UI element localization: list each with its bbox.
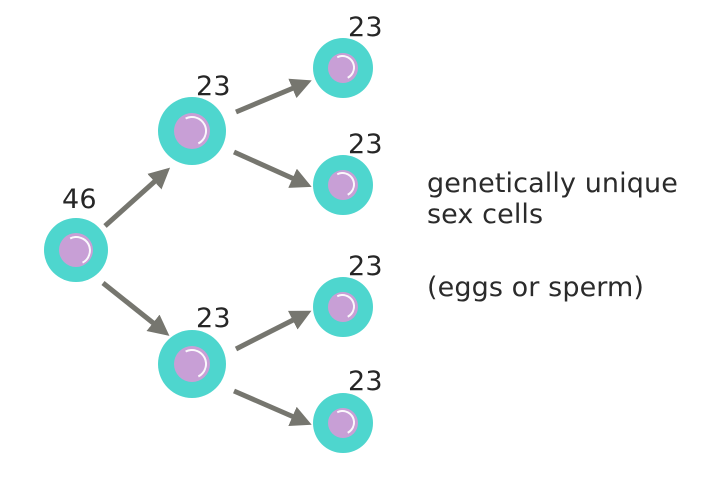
arrow-parent-to-bottom bbox=[101, 281, 170, 336]
gamete-cell-4-count-label: 23 bbox=[348, 366, 383, 397]
nucleus-icon bbox=[172, 344, 212, 384]
nucleus-highlight-icon bbox=[172, 344, 212, 384]
caption-examples: (eggs or sperm) bbox=[427, 272, 645, 303]
nucleus-icon bbox=[58, 232, 94, 268]
arrow-top-to-gamete-1 bbox=[235, 78, 312, 115]
nucleus-icon bbox=[327, 291, 359, 323]
gamete-cell-3-count-label: 23 bbox=[348, 251, 383, 282]
gamete-cell-1-count-label: 23 bbox=[348, 12, 383, 43]
nucleus-icon bbox=[172, 111, 212, 151]
arrow-bottom-to-gamete-3 bbox=[234, 310, 312, 352]
parent-cell bbox=[44, 218, 108, 282]
nucleus-highlight-icon bbox=[327, 291, 359, 323]
daughter-cell-top-count-label: 23 bbox=[196, 71, 231, 102]
daughter-cell-top bbox=[158, 97, 226, 165]
nucleus-highlight-icon bbox=[327, 169, 359, 201]
gamete-cell-1 bbox=[313, 38, 373, 98]
arrow-top-to-gamete-2 bbox=[232, 149, 312, 188]
nucleus-icon bbox=[327, 407, 359, 439]
nucleus-highlight-icon bbox=[58, 232, 94, 268]
nucleus-highlight-icon bbox=[327, 407, 359, 439]
nucleus-highlight-icon bbox=[172, 111, 212, 151]
gamete-cell-2-count-label: 23 bbox=[348, 129, 383, 160]
arrow-parent-to-top bbox=[103, 167, 171, 228]
nucleus-icon bbox=[327, 52, 359, 84]
arrow-bottom-to-gamete-4 bbox=[233, 388, 312, 427]
daughter-cell-bottom-count-label: 23 bbox=[196, 303, 231, 334]
daughter-cell-bottom bbox=[158, 330, 226, 398]
gamete-cell-4 bbox=[313, 393, 373, 453]
nucleus-highlight-icon bbox=[327, 52, 359, 84]
parent-cell-count-label: 46 bbox=[62, 184, 97, 215]
nucleus-icon bbox=[327, 169, 359, 201]
gamete-cell-3 bbox=[313, 277, 373, 337]
gamete-cell-2 bbox=[313, 155, 373, 215]
caption-gametes: genetically unique sex cells bbox=[427, 168, 678, 230]
